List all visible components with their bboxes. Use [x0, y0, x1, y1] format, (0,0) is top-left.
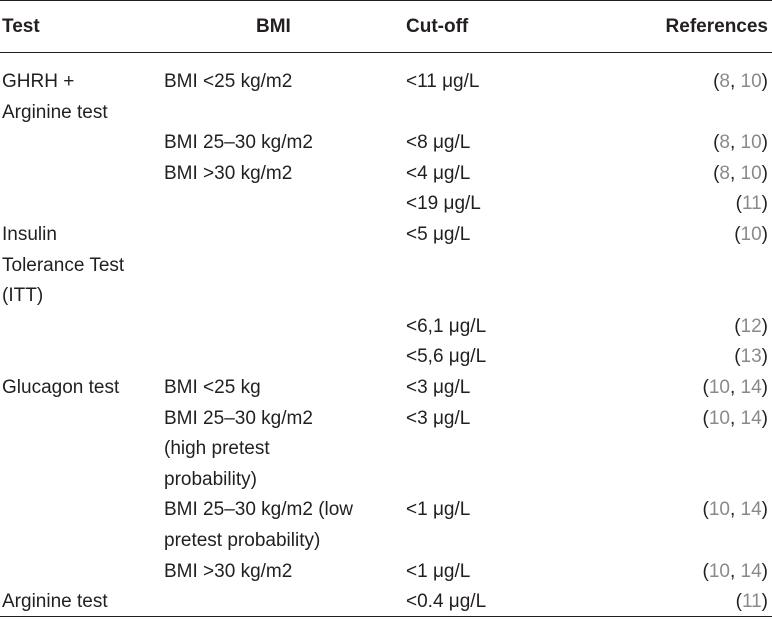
cell-references: (10, 14) — [702, 408, 769, 429]
cell-bmi: BMI >30 kg/m2 — [164, 163, 293, 184]
reference-link[interactable]: 8 — [719, 71, 730, 92]
cell-references: (12) — [734, 316, 768, 337]
reference-link[interactable]: 10 — [708, 561, 730, 582]
table-row: Arginine test <0.4 μg/L (11) — [0, 587, 772, 617]
header-references: References — [665, 16, 768, 37]
table-row: GHRH + BMI <25 kg/m2 <11 μg/L (8, 10) — [0, 67, 772, 97]
table-row: BMI 25–30 kg/m2 <8 μg/L (8, 10) — [0, 128, 772, 158]
cell-references: (13) — [734, 346, 768, 367]
cell-test: Arginine test — [2, 102, 108, 123]
cell-test: Tolerance Test — [2, 255, 125, 276]
cell-references: (8, 10) — [713, 163, 768, 184]
cell-references: (8, 10) — [713, 132, 768, 153]
cell-bmi: (high pretest — [164, 438, 270, 459]
reference-link[interactable]: 11 — [741, 193, 762, 214]
table-row: (ITT) — [0, 281, 772, 311]
cell-bmi: BMI 25–30 kg/m2 — [164, 408, 313, 429]
cell-cutoff: <1 μg/L — [406, 499, 471, 520]
reference-link[interactable]: 10 — [740, 71, 762, 92]
cell-test: Glucagon test — [2, 377, 120, 398]
cell-cutoff: <5 μg/L — [406, 224, 471, 245]
cell-references: (10) — [734, 224, 768, 245]
cell-references: (11) — [735, 193, 768, 214]
table-top-rule — [0, 0, 772, 1]
reference-link[interactable]: 10 — [740, 163, 762, 184]
cell-bmi: BMI >30 kg/m2 — [164, 561, 293, 582]
cell-cutoff: <3 μg/L — [406, 408, 471, 429]
reference-link[interactable]: 14 — [740, 408, 762, 429]
cell-cutoff: <11 μg/L — [406, 71, 480, 92]
table-row: Arginine test — [0, 98, 772, 128]
reference-link[interactable]: 14 — [740, 561, 762, 582]
table-row: Glucagon test BMI <25 kg <3 μg/L (10, 14) — [0, 373, 772, 403]
reference-link[interactable]: 8 — [719, 163, 730, 184]
header-test: Test — [2, 16, 40, 37]
cell-references: (10, 14) — [702, 499, 769, 520]
cell-bmi: BMI <25 kg/m2 — [164, 71, 293, 92]
reference-link[interactable]: 8 — [719, 132, 730, 153]
cell-cutoff: <8 μg/L — [406, 132, 471, 153]
cell-cutoff: <0.4 μg/L — [406, 591, 487, 612]
table-row: pretest probability) — [0, 526, 772, 556]
reference-link[interactable]: 13 — [740, 346, 762, 367]
cell-cutoff: <3 μg/L — [406, 377, 471, 398]
cell-cutoff: <19 μg/L — [406, 193, 481, 214]
cell-cutoff: <6,1 μg/L — [406, 316, 487, 337]
header-bottom-rule — [0, 52, 772, 53]
table-header-row: Test BMI Cut-off References — [0, 12, 772, 42]
header-bmi: BMI — [256, 16, 291, 37]
table-row: <19 μg/L (11) — [0, 189, 772, 219]
cell-test: Arginine test — [2, 591, 108, 612]
table-row: <5,6 μg/L (13) — [0, 342, 772, 372]
cell-references: (10, 14) — [702, 377, 769, 398]
cell-bmi: BMI <25 kg — [164, 377, 261, 398]
cell-bmi: BMI 25–30 kg/m2 — [164, 132, 313, 153]
cell-references: (8, 10) — [713, 71, 768, 92]
cell-references: (11) — [735, 591, 768, 612]
reference-link[interactable]: 10 — [708, 377, 730, 398]
header-cutoff: Cut-off — [406, 16, 469, 37]
table-row: BMI 25–30 kg/m2 <3 μg/L (10, 14) — [0, 404, 772, 434]
table-row: BMI >30 kg/m2 <1 μg/L (10, 14) — [0, 557, 772, 587]
cell-references: (10, 14) — [702, 561, 769, 582]
table-row: BMI 25–30 kg/m2 (low <1 μg/L (10, 14) — [0, 495, 772, 525]
reference-link[interactable]: 12 — [740, 316, 762, 337]
table-row: Insulin <5 μg/L (10) — [0, 220, 772, 250]
table-bottom-rule — [0, 616, 772, 617]
table-row: probability) — [0, 465, 772, 495]
table-row: (high pretest — [0, 434, 772, 464]
cell-cutoff: <5,6 μg/L — [406, 346, 487, 367]
cell-test: GHRH + — [2, 71, 75, 92]
cell-cutoff: <1 μg/L — [406, 561, 471, 582]
reference-link[interactable]: 10 — [708, 499, 730, 520]
cell-bmi: BMI 25–30 kg/m2 (low — [164, 499, 354, 520]
table-row: BMI >30 kg/m2 <4 μg/L (8, 10) — [0, 159, 772, 189]
reference-link[interactable]: 11 — [741, 591, 762, 612]
reference-link[interactable]: 14 — [740, 377, 762, 398]
table-row: Tolerance Test — [0, 251, 772, 281]
reference-link[interactable]: 10 — [708, 408, 730, 429]
table-row: <6,1 μg/L (12) — [0, 312, 772, 342]
reference-link[interactable]: 10 — [740, 132, 762, 153]
cell-test: Insulin — [2, 224, 57, 245]
cell-bmi: probability) — [164, 469, 257, 490]
cell-test: (ITT) — [2, 285, 44, 306]
cell-bmi: pretest probability) — [164, 530, 321, 551]
reference-link[interactable]: 10 — [740, 224, 762, 245]
cell-cutoff: <4 μg/L — [406, 163, 471, 184]
reference-link[interactable]: 14 — [740, 499, 762, 520]
